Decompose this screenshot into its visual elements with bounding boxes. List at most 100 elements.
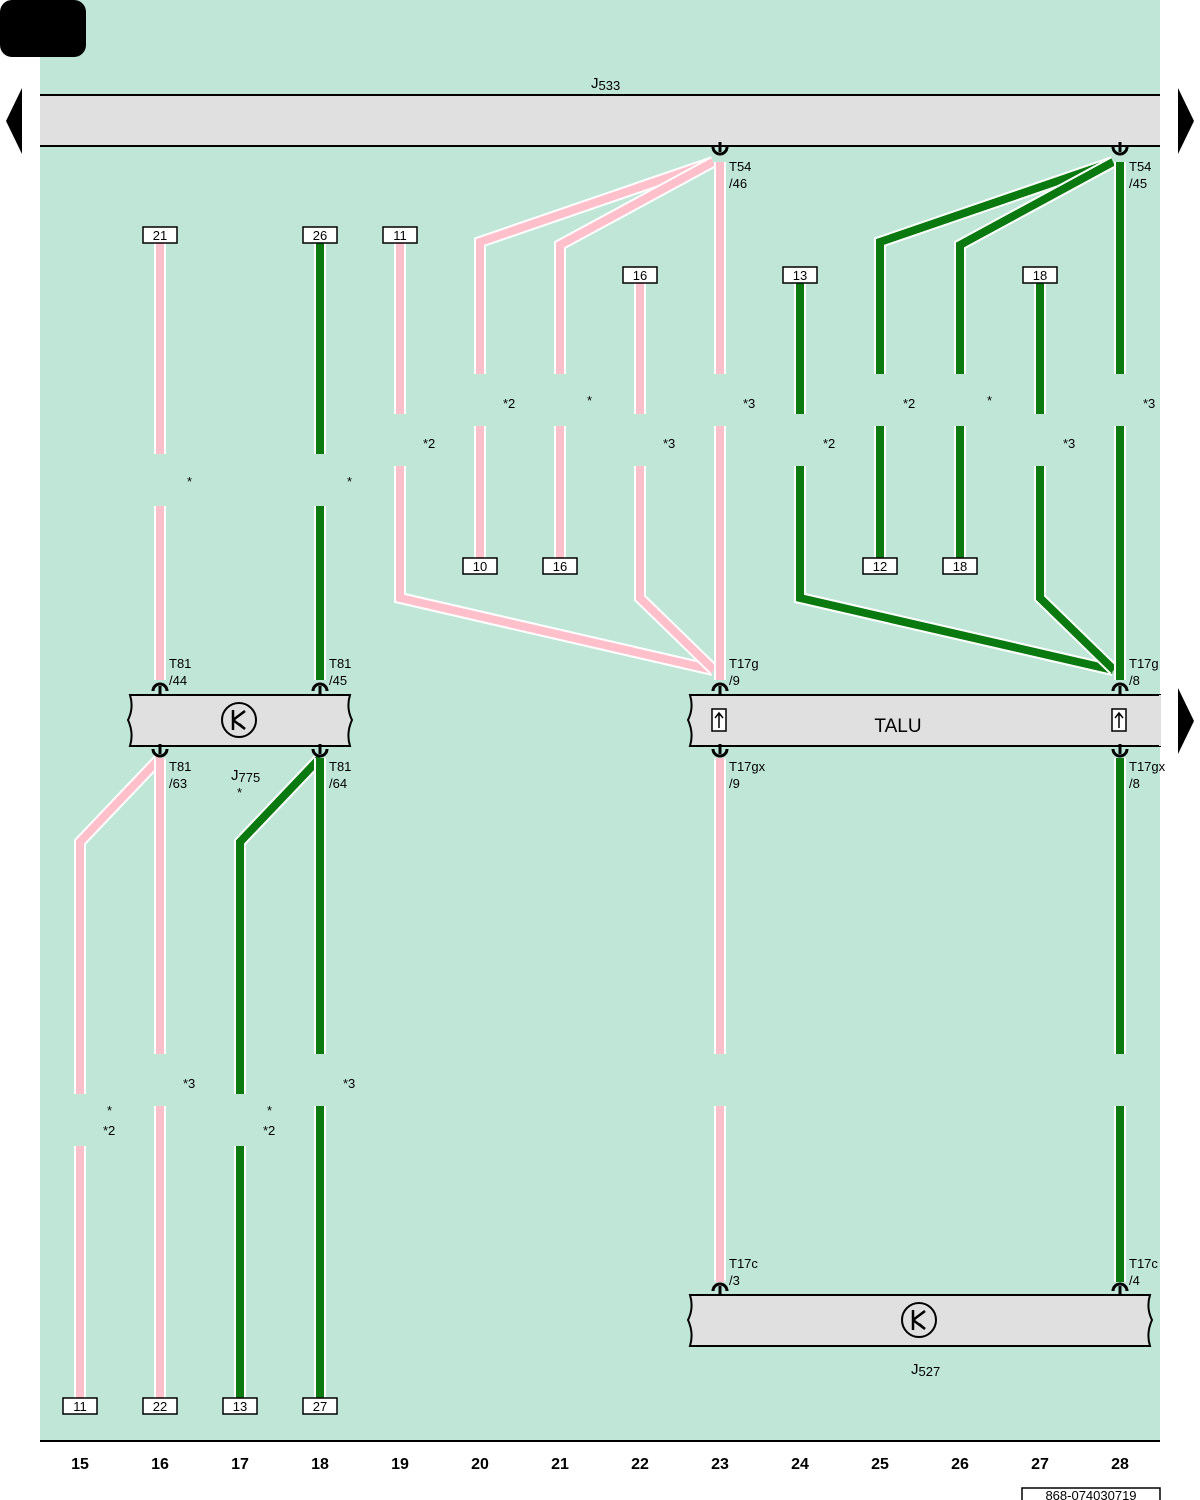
note-c24: *2 [823, 436, 835, 451]
nav-arrow-right-top-icon[interactable] [1178, 88, 1194, 154]
ref-box-top-16[interactable]: 16 [622, 266, 658, 284]
wire-c19-lower-core [396, 466, 714, 674]
j775-module [126, 694, 354, 747]
doc-code-box [1021, 1487, 1161, 1500]
wire-c22-lower [634, 466, 719, 675]
column-number-20: 20 [471, 1456, 489, 1473]
note-b16: *3 [183, 1076, 195, 1091]
svg-text:16: 16 [633, 268, 647, 283]
ref-box-top-18[interactable]: 18 [1022, 266, 1058, 284]
wire-c21-upper [554, 156, 716, 374]
connector-symbols [151, 142, 1129, 1296]
note-c28: *3 [1143, 396, 1155, 411]
ref-box-top-13[interactable]: 13 [782, 266, 818, 284]
column-number-21: 21 [551, 1456, 569, 1473]
note-c22: *3 [663, 436, 675, 451]
wire-c26-upper [954, 156, 1116, 374]
ref-box-top-11[interactable]: 11 [382, 226, 418, 244]
svg-text:26: 26 [313, 228, 327, 243]
note-c23: *3 [743, 396, 755, 411]
nav-arrow-left-icon[interactable] [6, 88, 22, 154]
wire-c20-upper [474, 156, 715, 374]
svg-text:22: 22 [153, 1399, 167, 1414]
note-c21: * [587, 393, 592, 408]
conn-t17gx-9: T17gx/9 [729, 759, 766, 791]
note-b18: *3 [343, 1076, 355, 1091]
conn-t81-45: T81/45 [329, 656, 351, 688]
page-number-tab [0, 0, 86, 57]
column-number-17: 17 [231, 1456, 249, 1473]
column-number-25: 25 [871, 1456, 889, 1473]
j527-module [686, 1294, 1154, 1347]
svg-text:13: 13 [793, 268, 807, 283]
j533-module-bar [40, 95, 1160, 146]
svg-text:18: 18 [953, 559, 967, 574]
ref-box-bot-11[interactable]: 11 [62, 1397, 98, 1415]
ref-box-mid-12[interactable]: 12 [862, 557, 898, 575]
column-number-27: 27 [1031, 1456, 1049, 1473]
talu-module [686, 694, 1161, 747]
note-c27: *3 [1063, 436, 1075, 451]
ref-box-bot-22[interactable]: 22 [142, 1397, 178, 1415]
svg-text:12: 12 [873, 559, 887, 574]
column-number-22: 22 [631, 1456, 649, 1473]
conn-t54-45: T54/45 [1129, 159, 1151, 191]
column-number-19: 19 [391, 1456, 409, 1473]
t54-45-symbol-icon [1111, 142, 1129, 156]
doc-code: 868-074030719 [1045, 1488, 1136, 1500]
note-b15a: * [107, 1103, 112, 1118]
ref-box-top-21[interactable]: 21 [142, 226, 178, 244]
wire-c20-upper-core [476, 158, 715, 374]
wire-c21-upper-core [556, 158, 715, 374]
j527-ecu-icon [901, 1302, 937, 1338]
conn-t17g-9: T17g/9 [729, 656, 759, 688]
conn-t81-63: T81/63 [169, 759, 191, 791]
t17g-8-symbol-icon [1111, 682, 1129, 696]
column-number-16: 16 [151, 1456, 169, 1473]
note-b17a: * [267, 1103, 272, 1118]
wire-c26-upper-core [956, 158, 1115, 374]
note-c19: *2 [423, 436, 435, 451]
footnote-markers: * * *2 *2 * *3 *3 *2 *2 * *3 *3 * *2 *3 … [103, 393, 1155, 1138]
svg-text:11: 11 [393, 228, 407, 243]
wire-c27-lower [1034, 466, 1119, 675]
j533-label: J533 [591, 75, 620, 93]
svg-text:13: 13 [233, 1399, 247, 1414]
wire-c17-upper [234, 753, 325, 1094]
ref-box-mid-10[interactable]: 10 [462, 557, 498, 575]
ref-box-bot-27[interactable]: 27 [302, 1397, 338, 1415]
talu-pass-through-icon-left [711, 708, 727, 732]
note-c26: * [987, 393, 992, 408]
t81-64-symbol-icon [311, 744, 329, 758]
svg-text:21: 21 [153, 228, 167, 243]
wire-c22-lower-core [636, 466, 717, 673]
ref-box-mid-18[interactable]: 18 [942, 557, 978, 575]
nav-arrow-right-mid-icon[interactable] [1178, 688, 1194, 754]
column-number-18: 18 [311, 1456, 329, 1473]
note-c25: *2 [903, 396, 915, 411]
ref-box-bot-13[interactable]: 13 [222, 1397, 258, 1415]
wire-c25-upper-core [876, 158, 1115, 374]
wires [74, 156, 1126, 1398]
j527-label: J527 [911, 1361, 940, 1379]
column-number-26: 26 [951, 1456, 969, 1473]
t81-63-symbol-icon [151, 744, 169, 758]
column-number-28: 28 [1111, 1456, 1129, 1473]
svg-text:27: 27 [313, 1399, 327, 1414]
note-b17b: *2 [263, 1123, 275, 1138]
wire-c15-upper-core [76, 755, 163, 1094]
note-c20: *2 [503, 396, 515, 411]
t17c-4-symbol-icon [1111, 1282, 1129, 1296]
j775-ecu-icon [221, 702, 257, 738]
ref-box-top-26[interactable]: 26 [302, 226, 338, 244]
column-number-23: 23 [711, 1456, 729, 1473]
j775-label: J775 [231, 767, 260, 785]
conn-t54-46: T54/46 [729, 159, 751, 191]
wire-c24-lower-core [796, 466, 1114, 674]
svg-text:18: 18 [1033, 268, 1047, 283]
note-c16: * [187, 474, 192, 489]
wire-c25-upper [874, 156, 1115, 374]
note-c18: * [347, 474, 352, 489]
svg-text:16: 16 [553, 559, 567, 574]
ref-box-mid-16[interactable]: 16 [542, 557, 578, 575]
